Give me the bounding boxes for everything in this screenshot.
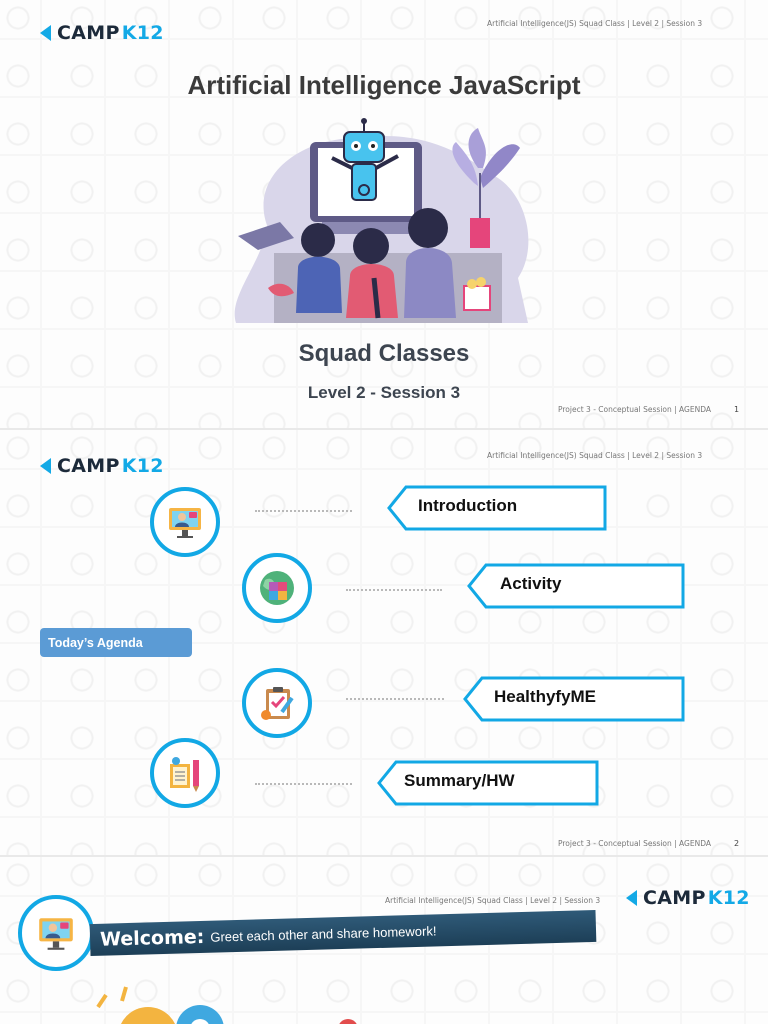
slide-footer: Project 3 - Conceptual Session | AGENDA — [558, 839, 711, 848]
campk12-logo-mark-icon — [40, 458, 53, 474]
agenda-item-healthyfyme-circle[interactable] — [242, 668, 312, 738]
agenda-item-activity[interactable]: Activity — [466, 562, 686, 609]
agenda-item-activity-circle[interactable] — [242, 553, 312, 623]
book-pencil-icon — [170, 757, 199, 792]
tag-shape — [467, 563, 685, 609]
course-header: Artificial Intelligence(JS) Squad Class … — [487, 19, 703, 28]
agenda-item-introduction-circle[interactable] — [150, 487, 220, 557]
page-number: 1 — [734, 405, 740, 414]
campk12-logo-mark-icon — [40, 25, 53, 41]
agenda-item-healthyfyme[interactable]: HealthyfyME — [462, 675, 686, 722]
classroom-robot-illustration — [234, 118, 529, 323]
agenda-item-introduction[interactable]: Introduction — [386, 484, 608, 531]
tag-shape — [387, 485, 607, 531]
slide-title: Artificial Intelligence JavaScript — [187, 70, 581, 100]
level-session: Level 2 - Session 3 — [307, 383, 461, 402]
tag-shape — [463, 676, 685, 722]
clipboard-health-icon — [261, 687, 294, 720]
connector-dots — [255, 510, 352, 512]
page-number: 2 — [734, 839, 740, 848]
welcome-title: Welcome: — [99, 925, 205, 951]
course-header: Artificial Intelligence(JS) Squad Class … — [385, 896, 601, 905]
course-header: Artificial Intelligence(JS) Squad Class … — [487, 451, 703, 460]
connector-dots — [346, 589, 442, 591]
presenter-screen-icon — [169, 508, 201, 538]
agenda-item-summary-circle[interactable] — [150, 738, 220, 808]
campk12-logo-mark-icon — [626, 890, 639, 906]
puzzle-globe-icon — [260, 571, 294, 605]
gears-illustration — [96, 986, 357, 1024]
tag-shape — [377, 760, 599, 806]
agenda-item-summary[interactable]: Summary/HW — [376, 759, 600, 806]
connector-dots — [255, 783, 352, 785]
subtitle: Squad Classes — [298, 340, 470, 367]
presenter-screen-icon — [39, 918, 73, 950]
connector-dots — [346, 698, 444, 700]
slide-footer: Project 3 - Conceptual Session | AGENDA — [558, 405, 711, 414]
welcome-text: Greet each other and share homework! — [210, 922, 437, 945]
todays-agenda-label: Today’s Agenda — [40, 628, 192, 657]
welcome-icon-circle — [18, 895, 94, 971]
